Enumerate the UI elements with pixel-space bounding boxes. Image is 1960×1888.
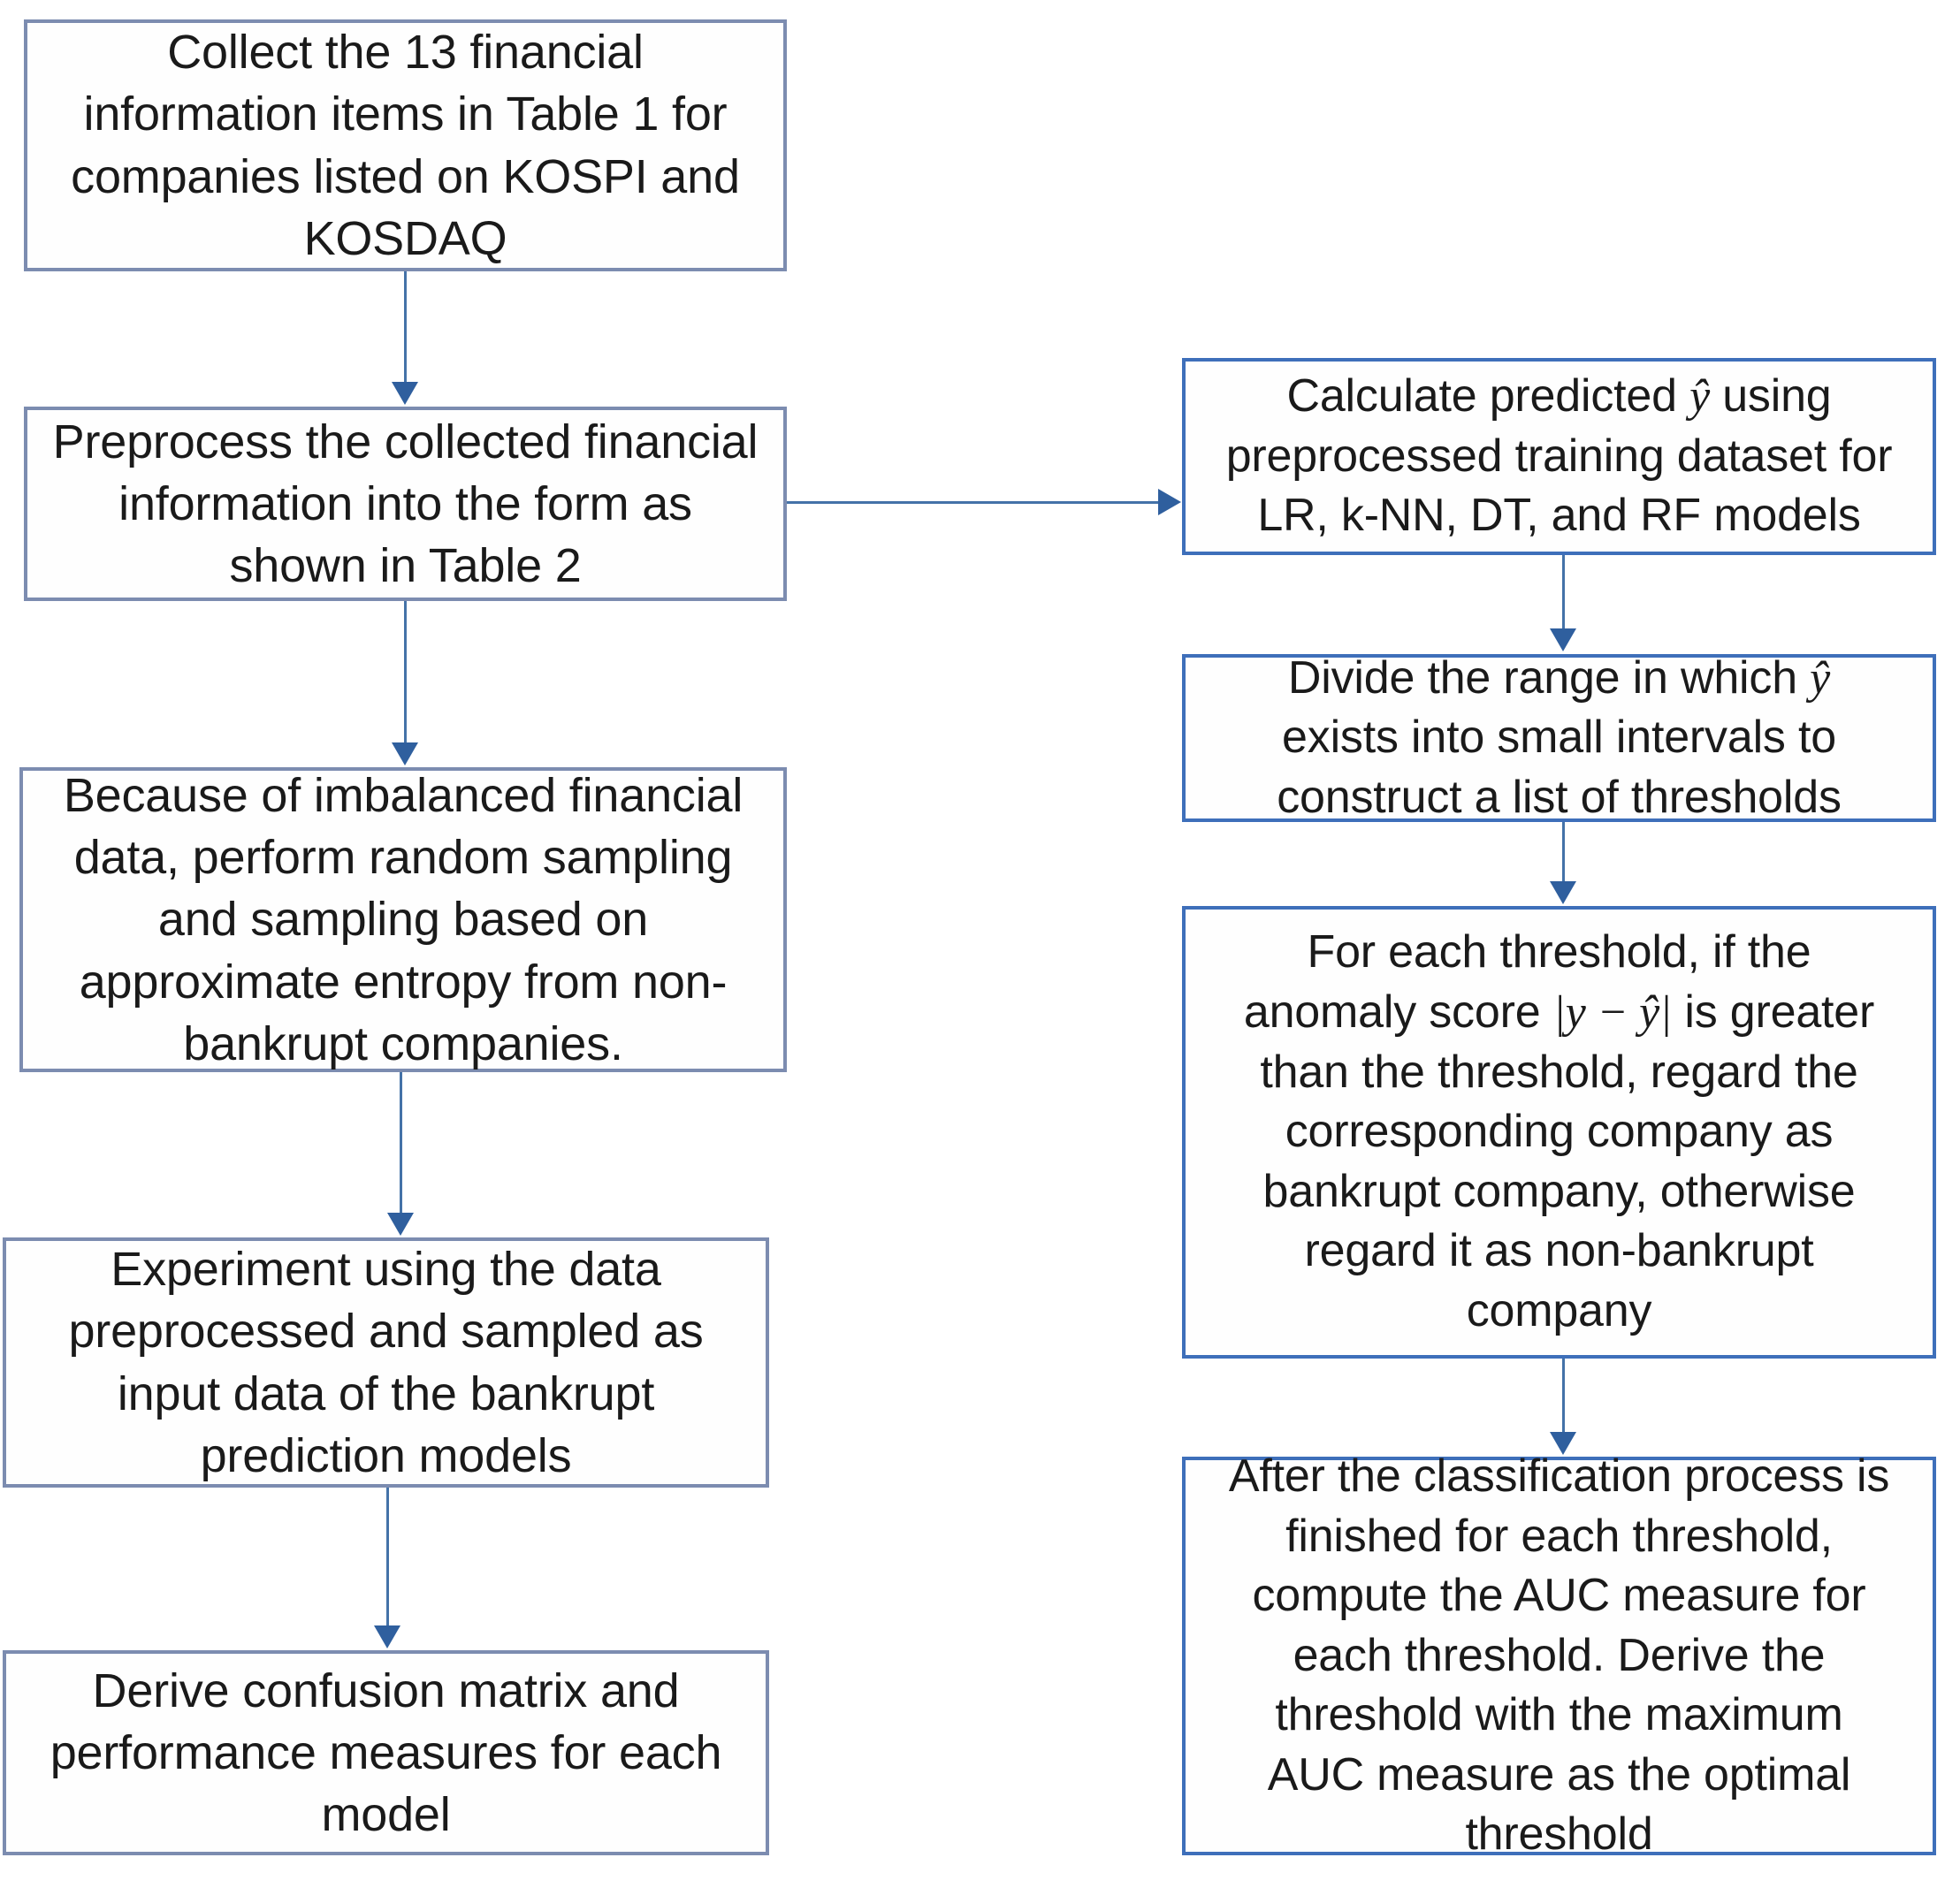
divide-line2: exists into small intervals to construct… bbox=[1277, 712, 1842, 823]
arrowhead-experiment-to-confusion bbox=[374, 1625, 400, 1648]
node-preprocess-data-text: Preprocess the collected financial infor… bbox=[52, 415, 759, 593]
divide-line1: Divide the range in which bbox=[1287, 651, 1811, 704]
node-preprocess-data: Preprocess the collected financial infor… bbox=[24, 407, 787, 601]
yhat-symbol: ŷ bbox=[1689, 371, 1710, 423]
node-compute-auc-text: After the classification process is fini… bbox=[1228, 1450, 1890, 1861]
arrowhead-sampling-to-experiment bbox=[387, 1213, 414, 1236]
node-derive-confusion-matrix-text: Derive confusion matrix and performance … bbox=[50, 1663, 722, 1842]
arrowhead-calculate-to-divide bbox=[1550, 628, 1576, 651]
connector-divide-to-threshold bbox=[1562, 822, 1565, 882]
yhat-symbol: ŷ bbox=[1810, 652, 1831, 704]
connector-preprocess-to-calculate bbox=[787, 501, 1161, 504]
connector-threshold-to-auc bbox=[1562, 1359, 1565, 1434]
node-sampling-text: Because of imbalanced financial data, pe… bbox=[63, 769, 744, 1070]
thresh-line2: is greater than the threshold, regard th… bbox=[1260, 986, 1875, 1336]
arrowhead-threshold-to-auc bbox=[1550, 1432, 1576, 1455]
node-divide-range-text: Divide the range in which ŷ exists into … bbox=[1186, 649, 1933, 828]
anomaly-score-formula: |y − ŷ| bbox=[1552, 987, 1673, 1039]
node-calculate-predicted-text: Calculate predicted ŷ using preprocessed… bbox=[1186, 367, 1933, 546]
connector-sampling-to-experiment bbox=[400, 1072, 402, 1214]
arrowhead-preprocess-to-calculate bbox=[1158, 489, 1181, 515]
calc-line1: Calculate predicted bbox=[1286, 370, 1690, 423]
node-calculate-predicted: Calculate predicted ŷ using preprocessed… bbox=[1182, 358, 1936, 555]
thresh-line1: For each threshold, if the anomaly score bbox=[1243, 926, 1811, 1039]
node-threshold-classification-text: For each threshold, if the anomaly score… bbox=[1186, 923, 1933, 1341]
node-compute-auc: After the classification process is fini… bbox=[1182, 1450, 1936, 1860]
connector-collect-to-preprocess bbox=[404, 271, 407, 384]
connector-calculate-to-divide bbox=[1562, 555, 1565, 629]
arrowhead-preprocess-to-sampling bbox=[392, 742, 418, 765]
node-experiment-text: Experiment using the data preprocessed a… bbox=[68, 1243, 704, 1482]
node-threshold-classification: For each threshold, if the anomaly score… bbox=[1182, 906, 1936, 1359]
node-collect-data: Collect the 13 financial information ite… bbox=[24, 19, 787, 271]
node-derive-confusion-matrix: Derive confusion matrix and performance … bbox=[3, 1650, 769, 1855]
node-experiment: Experiment using the data preprocessed a… bbox=[3, 1237, 769, 1488]
node-collect-data-text: Collect the 13 financial information ite… bbox=[71, 26, 740, 265]
arrowhead-collect-to-preprocess bbox=[392, 382, 418, 405]
connector-experiment-to-confusion bbox=[386, 1488, 389, 1627]
calc-line2: using preprocessed training dataset for … bbox=[1225, 370, 1893, 542]
connector-preprocess-to-sampling bbox=[404, 601, 407, 742]
arrowhead-divide-to-threshold bbox=[1550, 881, 1576, 904]
node-divide-range: Divide the range in which ŷ exists into … bbox=[1182, 652, 1936, 823]
node-sampling: Because of imbalanced financial data, pe… bbox=[19, 767, 787, 1072]
